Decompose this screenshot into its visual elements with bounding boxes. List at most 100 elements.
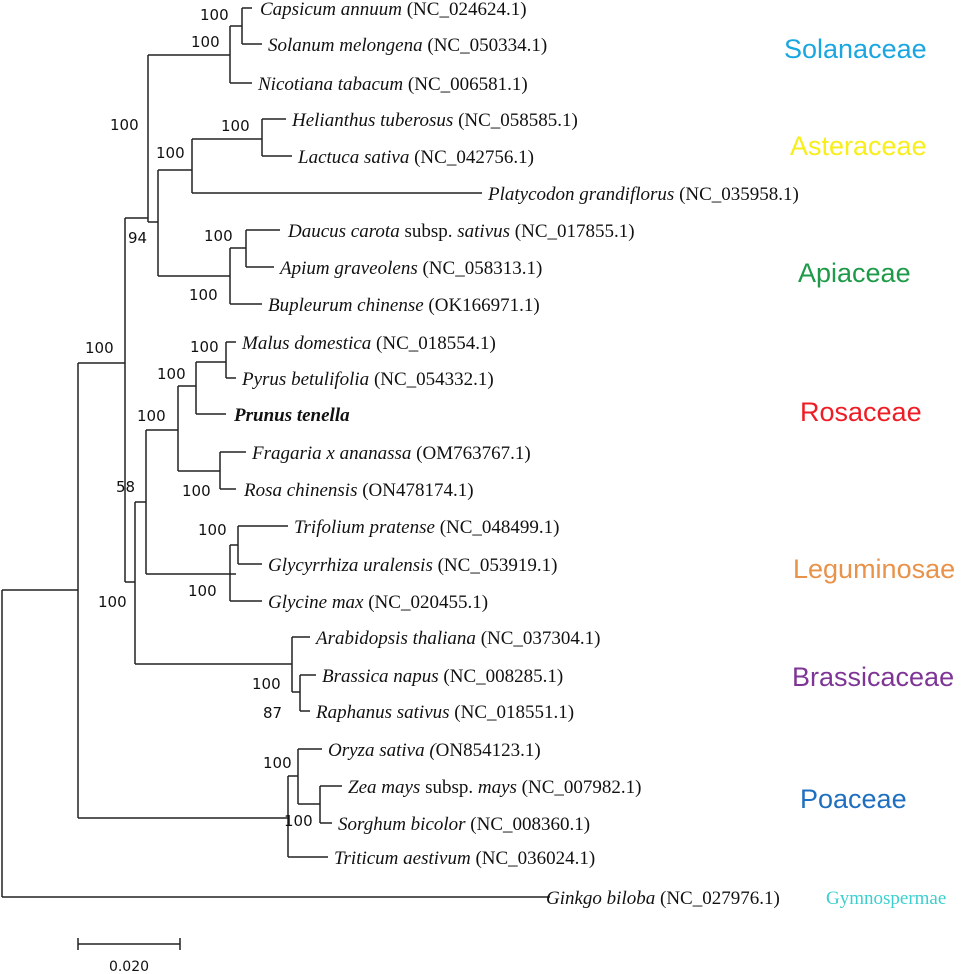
branch-asterales xyxy=(191,138,482,194)
branch-malus-pyrus xyxy=(225,341,236,379)
taxon-label-part: (NC_027976.1) xyxy=(655,888,780,909)
taxon-label-part: (NC_020455.1) xyxy=(363,592,488,613)
taxon-label-part: Bupleurum chinense xyxy=(268,295,424,316)
support-value: 100 xyxy=(85,339,114,357)
taxon-labels: Capsicum annuum (NC_024624.1) Solanum me… xyxy=(233,0,799,909)
family-label-brassicaceae: Brassicaceae xyxy=(792,662,954,692)
branch-asterales-apiales xyxy=(157,169,230,277)
taxon-label-part: Trifolium pratense xyxy=(294,517,435,538)
taxon-label-part: Prunus tenella xyxy=(233,405,350,426)
taxon-label: Apium graveolens (NC_058313.1) xyxy=(278,258,542,279)
taxon-label: Solanum melongena (NC_050334.1) xyxy=(268,35,547,56)
family-labels: Solanaceae Asteraceae Apiaceae Rosaceae … xyxy=(784,34,955,909)
taxon-label: Arabidopsis thaliana (NC_037304.1) xyxy=(314,628,601,649)
support-value: 100 xyxy=(284,812,313,830)
taxon-label-part: Nicotiana tabacum xyxy=(257,74,403,95)
support-value: 100 xyxy=(200,6,229,24)
branch-solanaceae xyxy=(229,25,252,84)
taxon-label-part: Triticum aestivum xyxy=(334,848,471,869)
taxon-label-part: (NC_054332.1) xyxy=(369,369,494,390)
branch-eudicots xyxy=(124,217,148,583)
family-label-solanaceae: Solanaceae xyxy=(784,34,927,64)
taxon-label-part: (NC_018554.1) xyxy=(371,333,496,354)
taxon-label-part: ON854123.1) xyxy=(436,740,541,761)
support-value: 100 xyxy=(190,338,219,356)
support-value: 58 xyxy=(116,478,135,496)
taxon-label-part: (OK166971.1) xyxy=(424,295,540,316)
taxon-label-part: Solanum melongena xyxy=(268,35,423,56)
taxon-label: Prunus tenella xyxy=(233,405,350,426)
support-value: 100 xyxy=(189,286,218,304)
taxon-label: Trifolium pratense (NC_048499.1) xyxy=(294,517,560,538)
taxon-label: Rosa chinensis (ON478174.1) xyxy=(243,480,474,501)
taxon-label-part: Ginkgo biloba xyxy=(546,888,655,909)
taxon-label: Helianthus tuberosus (NC_058585.1) xyxy=(291,110,578,131)
taxon-label: Nicotiana tabacum (NC_006581.1) xyxy=(257,74,528,95)
taxon-label-part: Glycine max xyxy=(268,592,364,613)
branch-trifolium-glycyrrhiza xyxy=(237,525,288,565)
taxon-label-part: (NC_008285.1) xyxy=(439,666,564,687)
taxon-label-part: Zea mays xyxy=(348,777,420,798)
family-label-gymnospermae: Gymnospermae xyxy=(826,888,946,909)
support-value: 100 xyxy=(182,482,211,500)
family-label-leguminosae: Leguminosae xyxy=(793,554,955,584)
taxon-label-part: (OM763767.1) xyxy=(411,443,530,464)
support-value: 100 xyxy=(137,407,166,425)
branch-asteraceae xyxy=(261,118,292,157)
taxon-label-part: (NC_037304.1) xyxy=(476,628,601,649)
taxon-label-part: Lactuca sativa xyxy=(297,147,409,168)
support-value: 100 xyxy=(188,582,217,600)
support-value: 100 xyxy=(156,144,185,162)
taxon-label-part: sativus xyxy=(457,221,510,242)
taxon-label-part: (NC_050334.1) xyxy=(423,35,548,56)
branch-leguminosae xyxy=(229,544,262,602)
taxon-label-part: Fragaria x ananassa xyxy=(251,443,411,464)
taxon-label: Pyrus betulifolia (NC_054332.1) xyxy=(241,369,494,390)
taxon-label-part: (NC_007982.1) xyxy=(517,777,642,798)
support-value: 100 xyxy=(252,675,281,693)
taxon-label: Ginkgo biloba (NC_027976.1) xyxy=(546,888,780,909)
branch-oryza-panicoideae xyxy=(297,748,322,805)
taxon-label-part: Malus domestica xyxy=(241,333,371,354)
taxon-label-part: Oryza sativa ( xyxy=(328,740,437,761)
taxon-label-part: (NC_006581.1) xyxy=(403,74,528,95)
support-value: 100 xyxy=(191,33,220,51)
branch-zea-sorghum xyxy=(319,785,342,824)
taxon-label-part: Capsicum annuum xyxy=(260,0,402,20)
branch-asterids xyxy=(147,54,230,223)
scale-bar: 0.020 xyxy=(77,938,181,974)
scale-bar-label: 0.020 xyxy=(109,959,149,974)
branch-daucus-apium xyxy=(245,229,280,268)
family-label-apiaceae: Apiaceae xyxy=(798,258,911,288)
scale-bar-line xyxy=(77,938,181,950)
support-value: 87 xyxy=(263,704,282,722)
taxon-label-part: Apium graveolens xyxy=(278,258,418,279)
taxon-label-part: (NC_053919.1) xyxy=(433,555,558,576)
taxon-label-part: (NC_042756.1) xyxy=(409,147,534,168)
taxon-label-part: Platycodon grandiflorus xyxy=(487,184,674,205)
taxon-label: Oryza sativa (ON854123.1) xyxy=(328,740,541,761)
taxon-label: Raphanus sativus (NC_018551.1) xyxy=(315,702,574,723)
taxon-label: Zea mays subsp. mays (NC_007982.1) xyxy=(348,777,641,798)
taxon-label-part: Helianthus tuberosus xyxy=(291,110,453,131)
taxon-label-part: (NC_024624.1) xyxy=(402,0,527,20)
taxon-label-part: subsp. xyxy=(400,221,458,242)
support-value: 100 xyxy=(110,116,139,134)
tree-branches xyxy=(1,7,550,898)
taxon-label: Fragaria x ananassa (OM763767.1) xyxy=(251,443,531,464)
taxon-label: Brassica napus (NC_008285.1) xyxy=(322,666,563,687)
taxon-label-part: (NC_048499.1) xyxy=(435,517,560,538)
taxon-label-part: Raphanus sativus xyxy=(315,702,450,723)
taxon-label-part: subsp. xyxy=(420,777,478,798)
support-value: 100 xyxy=(263,754,292,772)
branch-rosales-fabales xyxy=(145,429,236,575)
branch-maleae-prunus xyxy=(195,361,226,415)
family-label-asteraceae: Asteraceae xyxy=(790,131,927,161)
support-value: 100 xyxy=(98,593,127,611)
support-values: 100 100 100 100 100 100 94 100 100 100 1… xyxy=(85,6,313,830)
taxon-label-part: Glycyrrhiza uralensis xyxy=(268,555,433,576)
support-value: 100 xyxy=(204,227,233,245)
taxon-label: Daucus carota subsp. sativus (NC_017855.… xyxy=(287,221,635,242)
